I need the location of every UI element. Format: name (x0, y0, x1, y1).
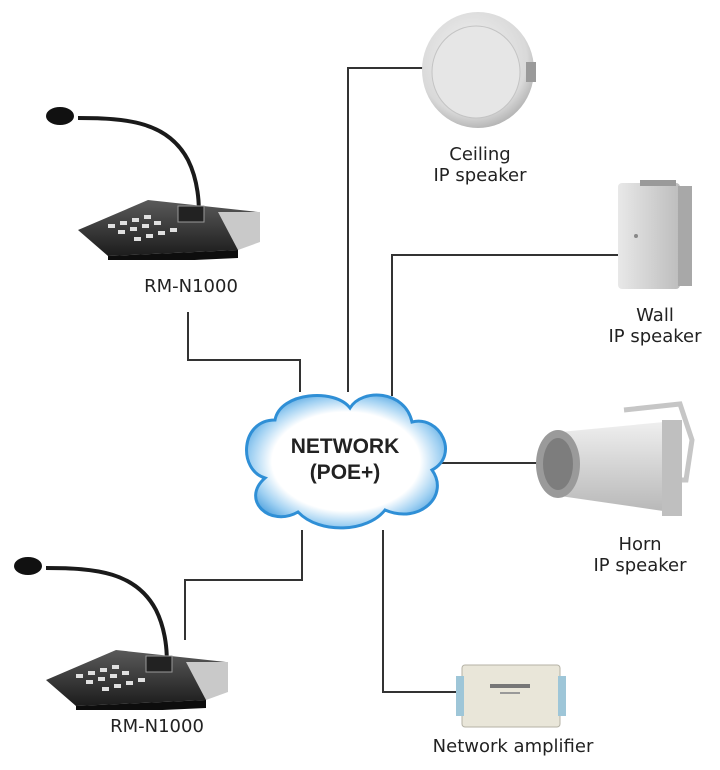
connector-console-top (187, 312, 301, 392)
network-label-line1: NETWORK (290, 435, 400, 458)
connector-console-bottom (184, 530, 303, 640)
network-cloud (245, 393, 447, 530)
connector-wall (391, 254, 620, 396)
console-bottom-label: RM-N1000 (110, 716, 204, 737)
wall-speaker-icon (618, 180, 692, 289)
ceiling-speaker-icon (422, 12, 536, 128)
horn-label-line2: IP speaker (593, 555, 687, 576)
connector-amplifier (382, 530, 462, 693)
horn-speaker-icon (536, 401, 695, 516)
ceiling-speaker-label: Ceiling IP speaker (400, 144, 560, 186)
wall-speaker-label: Wall IP speaker (590, 305, 720, 347)
horn-label-line1: Horn (618, 534, 662, 555)
horn-speaker-label: Horn IP speaker (570, 534, 710, 576)
wall-label-line2: IP speaker (608, 326, 702, 347)
network-cloud-label: NETWORK (POE+) (250, 434, 440, 486)
ceiling-label-line2: IP speaker (433, 165, 527, 186)
network-label-line2: (POE+) (309, 461, 381, 484)
connector-ceiling (347, 67, 428, 392)
microphone-console-icon (44, 105, 262, 260)
wall-label-line1: Wall (636, 305, 674, 326)
connector-lines (184, 67, 620, 693)
network-amplifier-icon (456, 664, 566, 728)
network-amplifier-label: Network amplifier (432, 736, 594, 757)
console-top-label: RM-N1000 (144, 276, 238, 297)
ceiling-label-line1: Ceiling (449, 144, 511, 165)
